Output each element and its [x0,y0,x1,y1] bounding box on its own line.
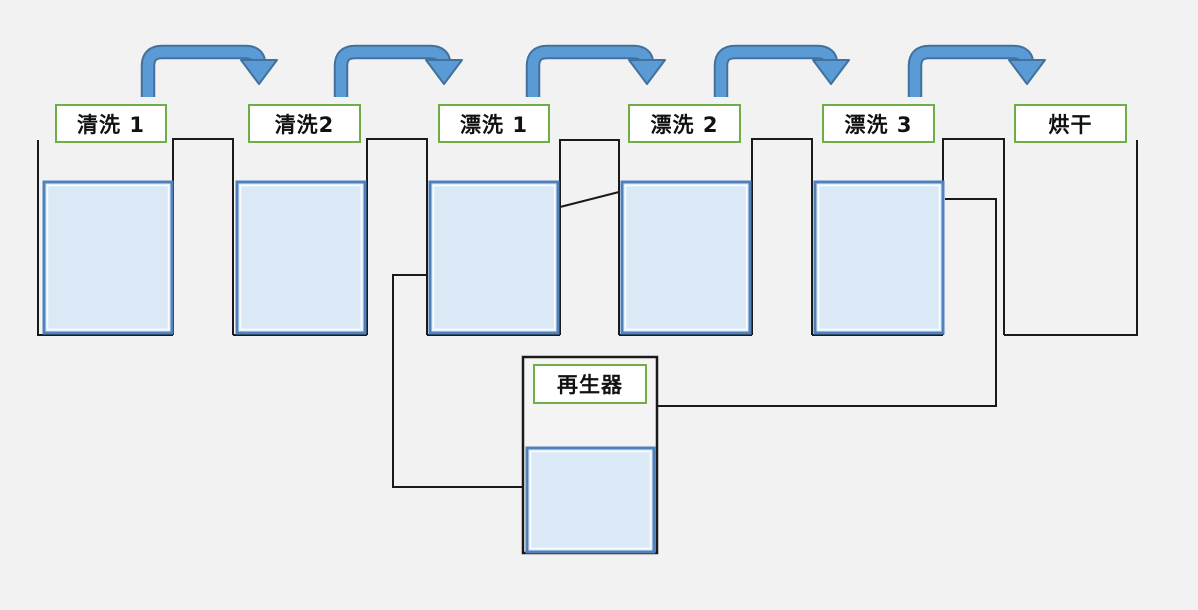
tank-liquid-qingxi1 [42,180,174,335]
tank-label-qingxi1: 清洗 1 [55,104,167,143]
flow-arrow-4 [713,44,850,97]
tank-label-piaoxi2: 漂洗 2 [628,104,741,143]
flow-arrow-2 [333,44,463,97]
tank-label-piaoxi3: 漂洗 3 [822,104,935,143]
tank-divider-5-6 [942,138,1005,335]
tank-liquid-qingxi2 [235,180,367,335]
tank-liquid-piaoxi3 [813,180,945,335]
tank-outline-honggan [1004,140,1138,336]
flow-arrow-1 [140,44,278,97]
pipe-piaoxi1-to-regenerator [392,274,523,488]
tank-divider-4-5 [751,138,813,335]
tank-liquid-piaoxi1 [428,180,560,335]
tank-divider-1-2 [172,138,234,335]
pipe-regenerator-to-piaoxi3 [657,198,997,407]
flow-arrow-5 [907,44,1046,97]
flow-arrow-3 [525,44,666,97]
tank-divider-2-3 [366,138,428,335]
tank-label-qingxi2: 清洗2 [248,104,361,143]
tank-liquid-piaoxi2 [620,180,752,335]
tank-outline-qingxi1 [37,140,173,336]
regenerator-label: 再生器 [533,364,647,404]
tank-label-piaoxi1: 漂洗 1 [438,104,550,143]
overflow-weir-line [559,191,620,208]
tank-label-honggan: 烘干 [1014,104,1127,143]
tank-divider-3-4 [559,139,620,335]
regenerator-liquid [525,446,656,554]
